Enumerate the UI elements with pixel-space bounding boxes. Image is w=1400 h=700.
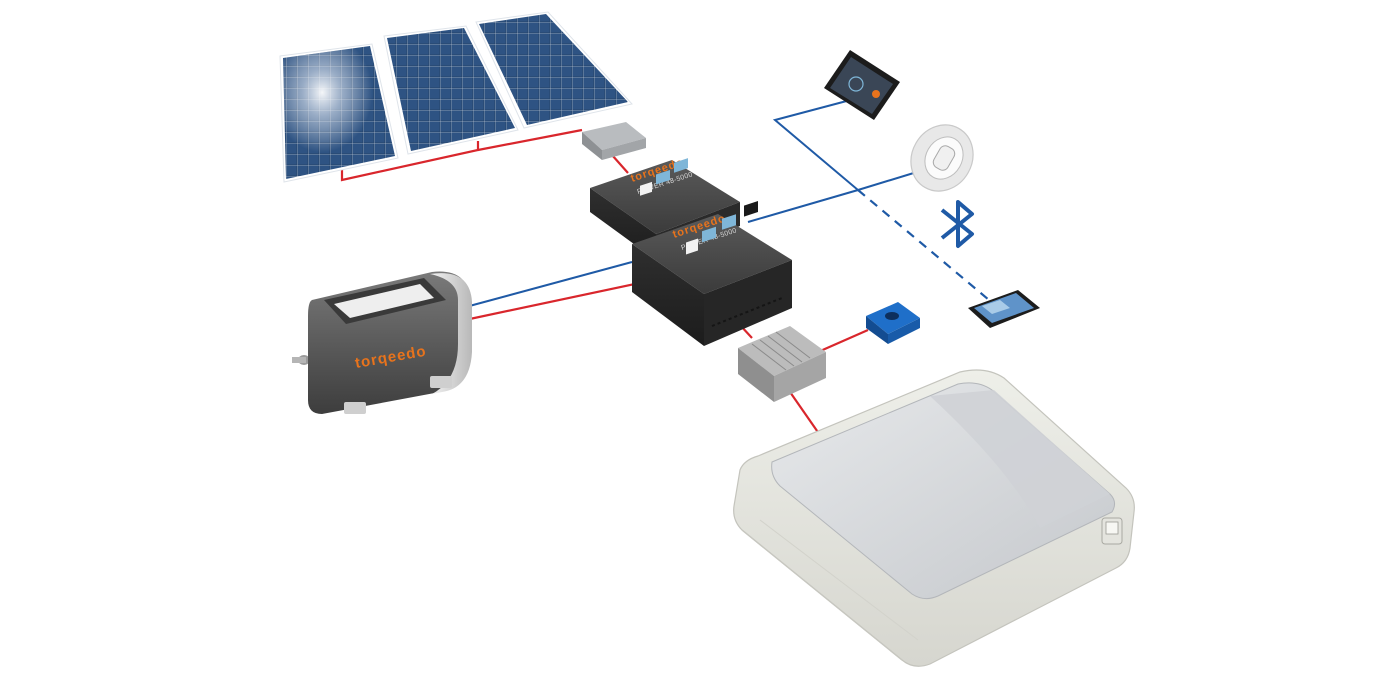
- solar-panel-1: [279, 43, 399, 183]
- cables: [340, 97, 996, 439]
- throttle-control: [910, 124, 974, 192]
- phone-app: [968, 290, 1040, 328]
- shore-power-plug: [866, 302, 920, 344]
- display-data-cable: [747, 97, 861, 223]
- electric-motor: torqeedo: [292, 271, 472, 414]
- solar-panel-2: [383, 25, 519, 155]
- bluetooth-icon: [940, 200, 974, 248]
- motor-data-cable: [461, 261, 633, 309]
- bluetooth-link: [857, 189, 996, 306]
- outboard-dc-cable: [789, 391, 823, 439]
- charger-dc-cable: [611, 154, 629, 174]
- solar-dc-cable-2: [477, 128, 583, 152]
- display-unit: [824, 50, 900, 120]
- controller-bottom-label-sticker: [686, 238, 698, 255]
- power-controller-bottom: torqeedo POWER 48-5000: [632, 201, 792, 346]
- solar-panel-3: [475, 11, 633, 129]
- power-controller-top: torqeedo POWER 48-5000: [590, 156, 740, 260]
- motor-dc-cable: [464, 280, 645, 322]
- junction-box: [738, 326, 826, 402]
- solar-array: [279, 11, 633, 183]
- shore-dc-cable: [817, 328, 869, 354]
- outboard-cover: [733, 369, 1135, 667]
- controller-top-label-sticker: [640, 181, 652, 196]
- solar-charge-controller: [582, 122, 646, 160]
